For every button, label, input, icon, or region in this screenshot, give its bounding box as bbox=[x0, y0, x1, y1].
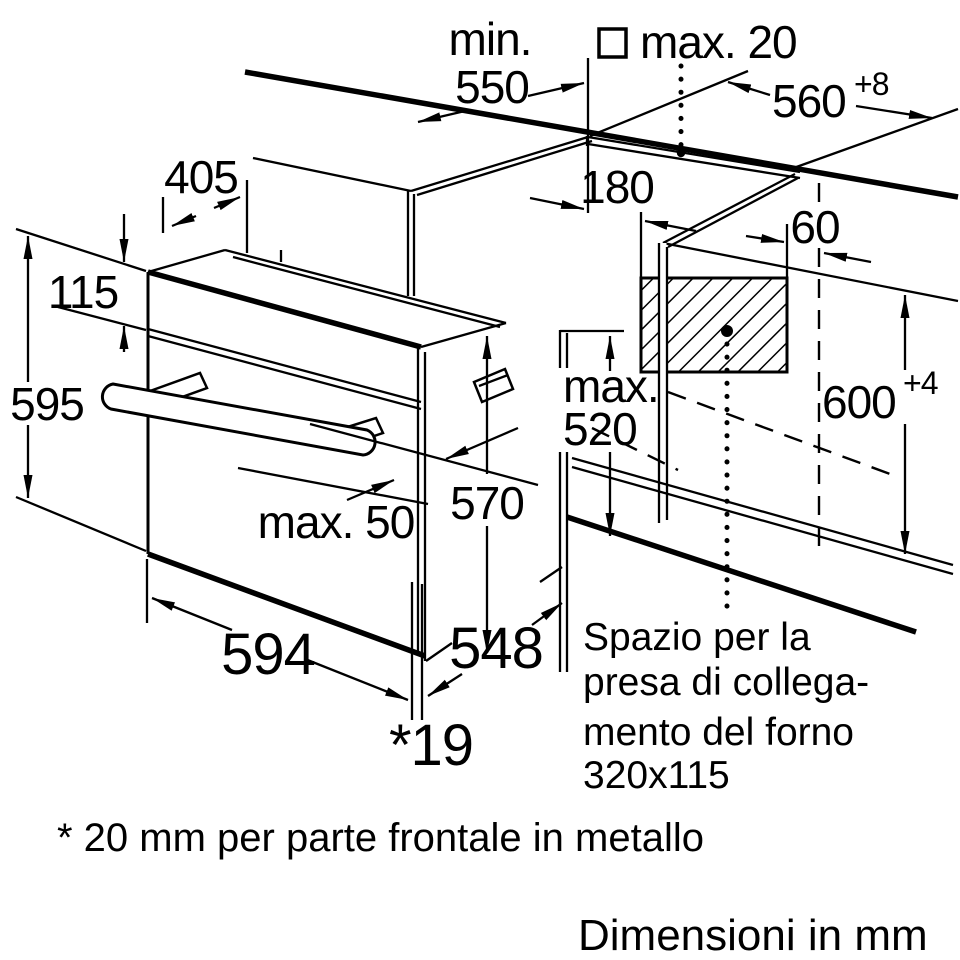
wall-gap-end-dot bbox=[676, 148, 686, 158]
dim-niche-width-tolerance: +8 bbox=[854, 66, 889, 102]
extension-lines bbox=[15, 58, 789, 623]
cutout-left-edge bbox=[589, 69, 749, 138]
dim-niche-height-value: 600 bbox=[822, 376, 896, 428]
socket-note-line3: mento del forno bbox=[583, 711, 854, 754]
oven-top-front-edge bbox=[147, 269, 422, 350]
plinth-front-edge bbox=[566, 514, 917, 635]
dim-handle-clearance: max. 50 bbox=[258, 496, 415, 548]
dim-worktop-depth-prefix: min. bbox=[449, 13, 532, 65]
niche-frame-top-edge bbox=[662, 241, 959, 303]
dim-socket-offset: 180 bbox=[580, 161, 654, 213]
dim-niche-width-value: 560 bbox=[772, 75, 846, 127]
socket-note: Spazio per la presa di collega- mento de… bbox=[583, 616, 869, 797]
dim-recess-depth-line2: 520 bbox=[563, 403, 637, 455]
oven-bottom-front-edge bbox=[147, 551, 426, 659]
socket-note-line4: 320x115 bbox=[583, 754, 730, 797]
dim-oven-width: 594 bbox=[221, 622, 315, 687]
oven-body bbox=[100, 248, 515, 720]
units-label: Dimensioni in mm bbox=[578, 911, 928, 960]
dim-control-panel-height: 115 bbox=[48, 266, 118, 318]
niche-floor-hidden-edge bbox=[667, 390, 891, 476]
dim-control-panel-depth: 405 bbox=[164, 151, 238, 203]
oven-door-handle bbox=[100, 382, 377, 457]
dim-oven-height: 595 bbox=[10, 378, 84, 430]
dim-niche-height-tolerance: +4 bbox=[903, 365, 938, 401]
dim-body-depth: 570 bbox=[450, 477, 524, 529]
dim-body-width: 548 bbox=[449, 616, 543, 681]
worktop-front-edge bbox=[244, 69, 959, 200]
dim-worktop-depth-value: 550 bbox=[455, 61, 529, 113]
dim-wall-gap: max. 20 bbox=[640, 16, 797, 68]
socket-note-line2: presa di collega- bbox=[583, 661, 869, 704]
dimension-arrows bbox=[23, 80, 933, 702]
dim-front-strip: *19 bbox=[389, 713, 473, 778]
cutout-right-edge bbox=[787, 107, 959, 172]
square-symbol-icon bbox=[597, 27, 628, 59]
dim-recess-depth-line1: max. bbox=[563, 360, 659, 412]
footnote: * 20 mm per parte frontale in metallo bbox=[57, 816, 704, 860]
dim-socket-margin: 60 bbox=[790, 201, 839, 253]
socket-note-line1: Spazio per la bbox=[583, 616, 811, 659]
cabinet-lines bbox=[244, 69, 959, 672]
socket-center-dot bbox=[721, 325, 733, 337]
